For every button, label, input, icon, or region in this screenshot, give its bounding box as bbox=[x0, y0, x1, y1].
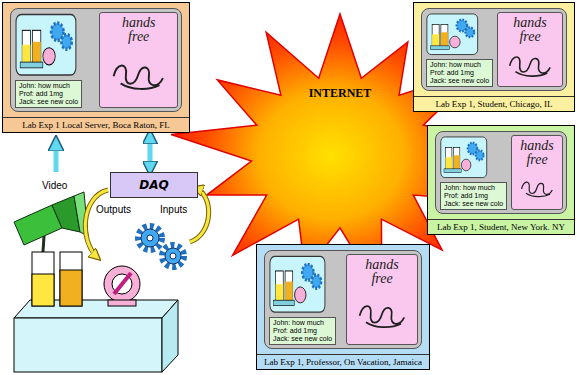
station-caption: Lab Exp 1, Student, New York. NY bbox=[428, 219, 574, 234]
chat-line: Jack: see new colo bbox=[430, 77, 489, 85]
hands-free-text: hands free bbox=[513, 139, 561, 167]
chat-panel: John: how muchProf: add 1mgJack: see new… bbox=[440, 182, 507, 210]
hands-free-note: hands free bbox=[511, 135, 563, 210]
chat-line: John: how much bbox=[444, 184, 503, 192]
hands-free-text: hands free bbox=[358, 258, 406, 286]
hands-free-text: hands free bbox=[506, 16, 554, 44]
chat-line: Jack: see new colo bbox=[19, 98, 78, 106]
chat-line: Prof: add 1mg bbox=[273, 327, 332, 335]
chat-line: Jack: see new colo bbox=[444, 200, 503, 208]
annotation-label: Outputs bbox=[96, 204, 131, 216]
hands-free-note: hands free bbox=[346, 254, 418, 345]
chat-line: Jack: see new colo bbox=[273, 335, 332, 343]
hands-free-note: hands free bbox=[99, 12, 178, 108]
daq-box: DAQ bbox=[110, 172, 198, 198]
chat-panel: John: how muchProf: add 1mgJack: see new… bbox=[269, 317, 336, 345]
outputs-arrow bbox=[85, 190, 108, 258]
beakers bbox=[32, 252, 82, 306]
internet-cloud: INTERNET bbox=[276, 82, 404, 104]
chat-line: Prof: add 1mg bbox=[19, 90, 78, 98]
valve bbox=[104, 266, 140, 306]
chat-line: John: how much bbox=[273, 319, 332, 327]
scribble bbox=[103, 47, 174, 106]
chat-line: Prof: add 1mg bbox=[444, 192, 503, 200]
lab-station: Lab Exp 1, Student, Chicago, IL John: how… bbox=[413, 2, 575, 112]
lab-station: Lab Exp 1, Professor, On Vacation, Jamai… bbox=[256, 244, 430, 370]
lab-station: Lab Exp 1 Local Server, Boca Raton, FL Jo… bbox=[2, 2, 190, 133]
screen-icons bbox=[15, 13, 77, 77]
internet-label: INTERNET bbox=[276, 82, 404, 104]
video-arrow bbox=[54, 140, 59, 172]
hands-free-note: hands free bbox=[497, 12, 563, 87]
hands-free-text: hands free bbox=[115, 16, 163, 44]
screen-icons bbox=[440, 136, 488, 179]
scribble bbox=[501, 47, 559, 85]
annotation-label: Video bbox=[42, 180, 67, 192]
chat-line: Prof: add 1mg bbox=[430, 69, 489, 77]
data-link-arrow bbox=[148, 135, 153, 170]
chat-panel: John: how muchProf: add 1mgJack: see new… bbox=[426, 59, 493, 87]
video-arrow-head bbox=[54, 140, 59, 146]
gears bbox=[138, 226, 184, 267]
chat-line: John: how much bbox=[430, 61, 489, 69]
daq-label: DAQ bbox=[111, 173, 197, 192]
outputs-arrow bbox=[85, 190, 108, 258]
screen-icons bbox=[269, 255, 326, 314]
lab-station: Lab Exp 1, Student, New York. NY John: ho… bbox=[427, 125, 575, 235]
annotation-label: Inputs bbox=[160, 204, 187, 216]
chat-line: John: how much bbox=[19, 82, 78, 90]
chat-panel: John: how muchProf: add 1mgJack: see new… bbox=[15, 80, 82, 108]
station-caption: Lab Exp 1 Local Server, Boca Raton, FL bbox=[3, 117, 189, 132]
scribble bbox=[350, 289, 414, 343]
screen-icons bbox=[426, 13, 479, 56]
scribble bbox=[515, 170, 559, 208]
station-caption: Lab Exp 1, Student, Chicago, IL bbox=[414, 96, 574, 111]
station-caption: Lab Exp 1, Professor, On Vacation, Jamai… bbox=[257, 354, 429, 369]
lab-bench bbox=[14, 300, 178, 372]
